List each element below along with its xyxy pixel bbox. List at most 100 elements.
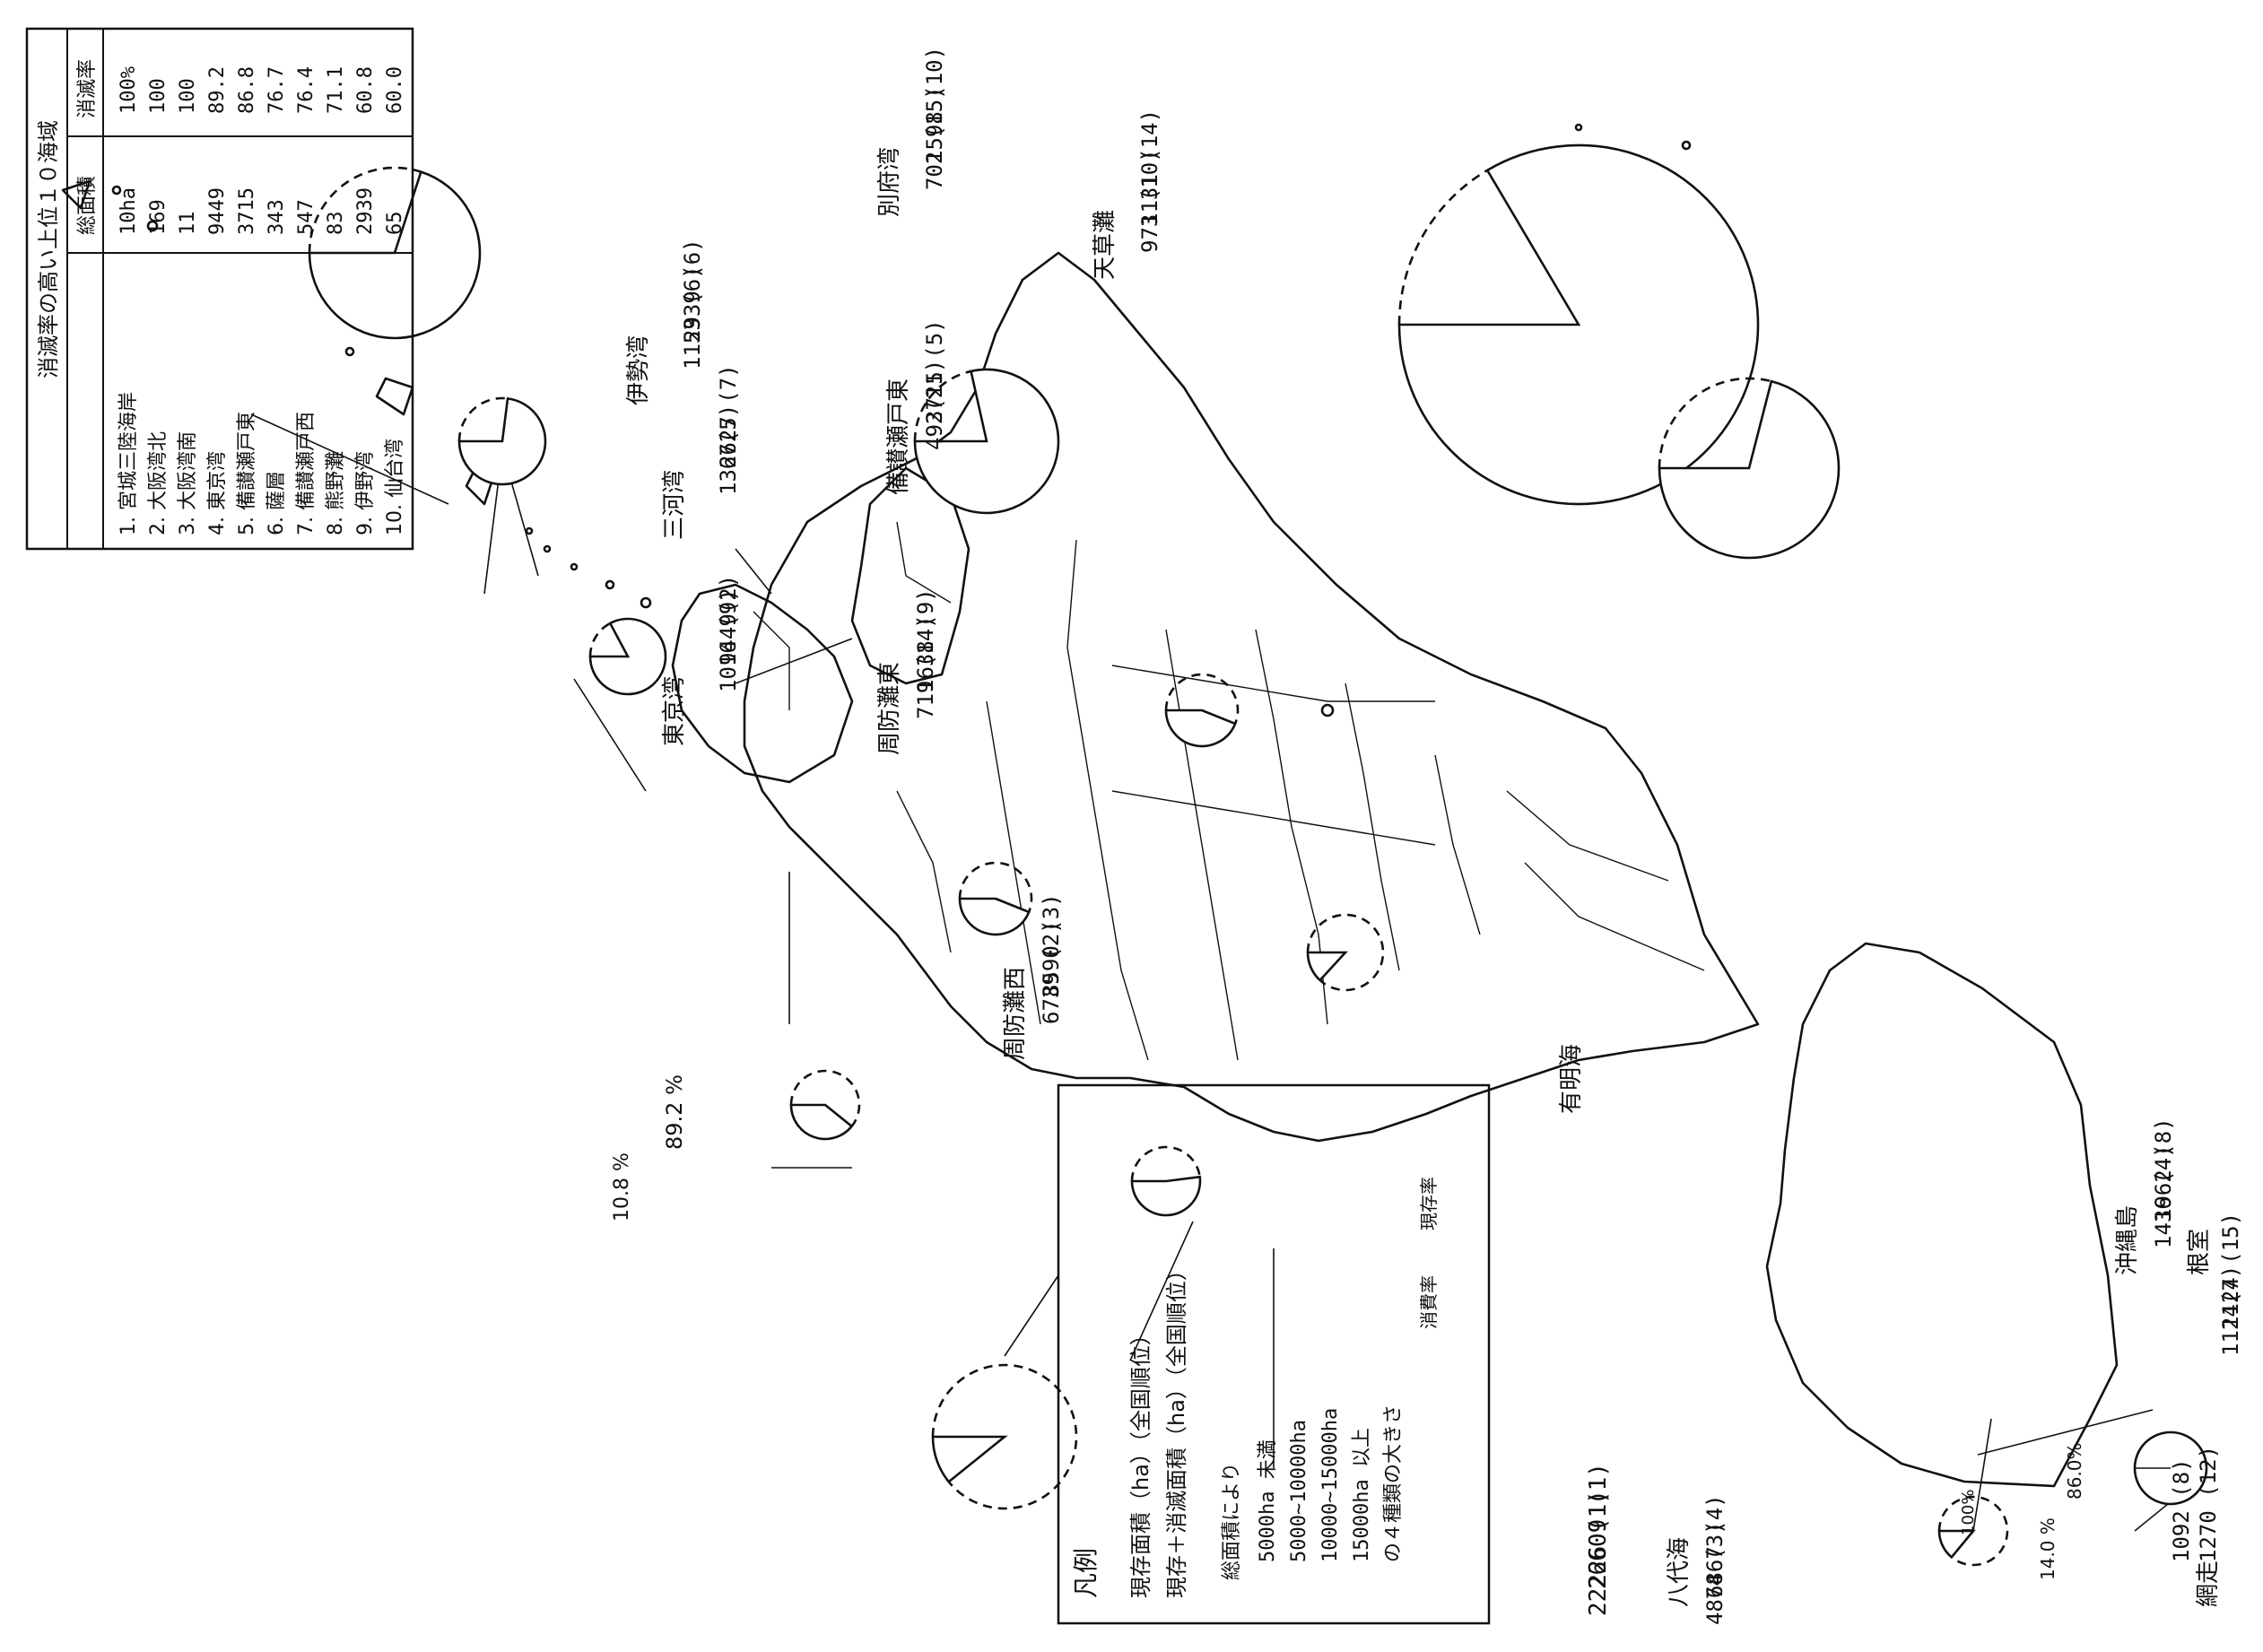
table-cell-rate: 60.8 bbox=[354, 66, 377, 114]
abashiri-bottom: 1270 (12) bbox=[2196, 1446, 2221, 1562]
table-cell-area: 547 bbox=[295, 199, 318, 235]
amakusa-bottom: 1131 (14) bbox=[1137, 109, 1162, 226]
legend-lost-label: 消費率 bbox=[1418, 1275, 1440, 1329]
table-cell-area: 169 bbox=[147, 199, 170, 235]
pie-remain-sector bbox=[789, 1103, 854, 1141]
pie-lost-sector bbox=[1397, 169, 1488, 326]
okinawa-bottom: 1962 (8) bbox=[2151, 1117, 2176, 1222]
table-cell-rate: 100 bbox=[147, 78, 170, 114]
pie-lost-sector bbox=[789, 1069, 861, 1127]
table-cell-rate: 60.0 bbox=[384, 66, 406, 114]
pie-abashiri bbox=[1937, 1495, 2009, 1567]
table-cell-name: 3. 大阪湾南 bbox=[177, 431, 199, 535]
pie-ise bbox=[789, 1069, 861, 1141]
legend-size-5: の４種類の大きさ bbox=[1382, 1404, 1405, 1562]
table-cell-area: 83 bbox=[325, 212, 347, 236]
legend-box: 凡例 現存面積（ha）（全国順位） 現存＋消滅面積（ha）（全国順位） 総面積に… bbox=[1057, 1083, 1491, 1625]
yatsushiro-bottom: 6867 (4) bbox=[1702, 1494, 1728, 1598]
table-cell-name: 8. 熊野灘 bbox=[325, 451, 347, 535]
table-cell-rate: 100% bbox=[118, 66, 140, 114]
ariake-top: 22226 (1) bbox=[1585, 1490, 1612, 1616]
suo-west-name: 周防灘西 bbox=[1002, 967, 1029, 1060]
top10-table: 消滅率の高い上位１０海域 総面積 消滅率 1. 宮城三陸海岸10ha100%2.… bbox=[25, 27, 414, 551]
tokyo-name: 東京湾 bbox=[661, 676, 688, 746]
table-cell-area: 3715 bbox=[236, 187, 258, 235]
pie-lost-sector bbox=[1164, 673, 1240, 725]
leader-lines bbox=[250, 413, 2207, 1532]
japan-coastline bbox=[671, 251, 2119, 1488]
beppu-name: 別府湾 bbox=[876, 147, 903, 217]
kyushu-outline bbox=[671, 583, 854, 784]
pie-remain-sector bbox=[1306, 951, 1348, 982]
pie-okinawa bbox=[457, 396, 547, 486]
table-cell-name: 6. 薩層 bbox=[265, 471, 288, 535]
legend-line1: 現存面積（ha）（全国順位） bbox=[1128, 1324, 1153, 1598]
hokkaido-outline bbox=[1765, 942, 2119, 1488]
tokyo-bottom: 9449(2) bbox=[716, 575, 741, 665]
mikawa-top: 1367(5) bbox=[716, 404, 741, 495]
ise-bottom: 2939 (6) bbox=[680, 239, 705, 343]
okinawa-name: 沖縄島 bbox=[2114, 1205, 2141, 1275]
mikawa-name: 三河湾 bbox=[661, 470, 688, 540]
abashiri-pct-a: 14.0 % bbox=[2037, 1517, 2058, 1580]
nemuro-top: 1124(7) bbox=[2218, 1265, 2243, 1356]
table-cell-rate: 86.8 bbox=[236, 66, 258, 114]
suo-east-top: 719 (14) bbox=[913, 615, 938, 719]
abashiri-name: 網走 bbox=[2195, 1561, 2222, 1607]
nemuro-bottom: 1124 (15) bbox=[2218, 1213, 2243, 1329]
prefecture-borders bbox=[753, 521, 1705, 1061]
pie-suo-east bbox=[1164, 673, 1240, 748]
table-cell-area: 11 bbox=[177, 212, 199, 236]
pie-remain-sector bbox=[308, 170, 482, 340]
table-col-rate: 消滅率 bbox=[76, 59, 99, 118]
suo-east-bottom: 1638 (9) bbox=[913, 588, 938, 692]
abashiri-pct-b: 86.0% bbox=[2064, 1442, 2085, 1500]
pie-mikawa bbox=[1130, 1145, 1202, 1217]
pie-yatsushiro bbox=[1658, 377, 1841, 560]
table-cell-name: 2. 大阪湾北 bbox=[147, 431, 170, 535]
table-cell-area: 10ha bbox=[118, 187, 140, 235]
legend-line2: 現存＋消滅面積（ha）（全国順位） bbox=[1164, 1259, 1189, 1598]
pie-remain-sector bbox=[931, 1435, 1008, 1484]
table-cell-area: 9449 bbox=[206, 187, 229, 235]
table-cell-name: 9. 伊野湾 bbox=[354, 451, 377, 535]
pie-lost-sector bbox=[958, 861, 1033, 913]
table-cell-name: 10. 仙台湾 bbox=[384, 439, 406, 535]
table-cell-rate: 76.4 bbox=[295, 66, 318, 114]
legend-size-4: 15000ha 以上 bbox=[1351, 1428, 1373, 1562]
legend-remain-label: 現存率 bbox=[1418, 1177, 1440, 1230]
nemuro-pct: 100% bbox=[1959, 1490, 1978, 1535]
legend-size-3: 10000~15000ha bbox=[1319, 1408, 1342, 1562]
bisan-name: 備讃瀬戸東 bbox=[885, 378, 912, 495]
pie-lost-sector bbox=[931, 1363, 1078, 1510]
tokyo-pct-b: 89.2 % bbox=[662, 1074, 687, 1150]
beppu-bottom: 1598 (10) bbox=[922, 47, 947, 163]
region-labels: 網走 1092 (8) 1270 (12) 14.0 % 86.0% 根室 11… bbox=[611, 47, 2243, 1625]
yatsushiro-name: 八代海 bbox=[1666, 1537, 1693, 1607]
pie-lost-sector bbox=[308, 166, 422, 254]
pie-remain-sector bbox=[958, 897, 1031, 936]
nemuro-name: 根室 bbox=[2186, 1229, 2213, 1275]
pie-lost-sector bbox=[913, 370, 971, 442]
table-cell-name: 5. 備讃瀬戸東 bbox=[236, 412, 258, 535]
table-cell-area: 2939 bbox=[354, 187, 377, 235]
yatsushiro-top: 4874 (3) bbox=[1702, 1521, 1728, 1625]
pie-nemuro bbox=[2133, 1430, 2208, 1506]
ariake-bottom: 26609 (1) bbox=[1585, 1463, 1612, 1589]
table-title: 消滅率の高い上位１０海域 bbox=[36, 120, 61, 378]
table-cell-rate: 76.7 bbox=[265, 66, 288, 114]
pie-ariake bbox=[1397, 143, 1760, 506]
bisan-top: 492(21) bbox=[922, 360, 947, 450]
table-cell-rate: 71.1 bbox=[325, 66, 347, 114]
okinawa-top: 1436 (4) bbox=[2151, 1144, 2176, 1248]
table-cell-area: 65 bbox=[384, 212, 406, 236]
legend-size-2: 5000~10000ha bbox=[1288, 1420, 1310, 1562]
pie-bisan bbox=[1306, 913, 1385, 992]
pie-amakusa bbox=[588, 617, 667, 696]
tokyo-top: 1016 (9) bbox=[716, 588, 741, 692]
islands bbox=[61, 123, 1692, 717]
pie-lost-sector bbox=[1306, 913, 1385, 992]
